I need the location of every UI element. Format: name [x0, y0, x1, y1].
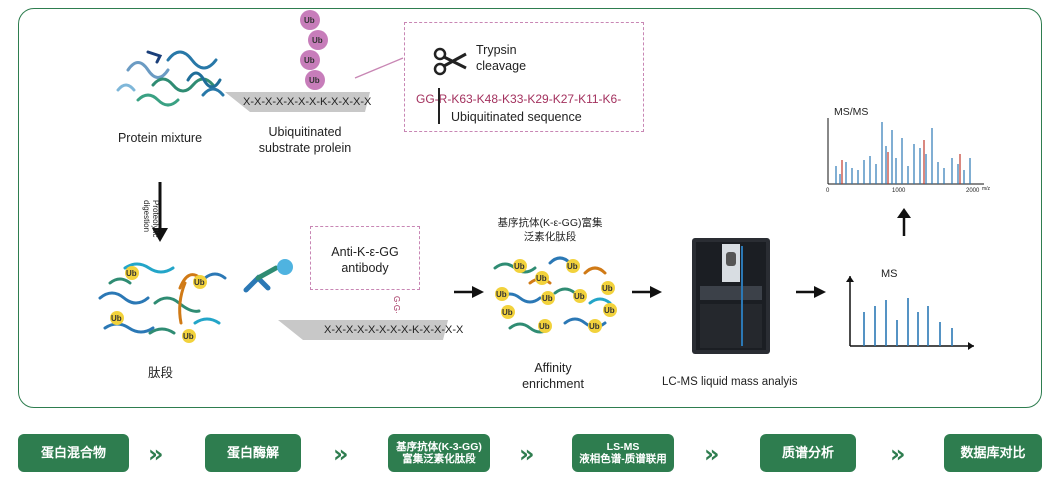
trypsin-cleavage-box [404, 22, 644, 132]
peptide-fragments-image: Ub Ub Ub Ub [98, 262, 227, 343]
chevron-right-icon: » [890, 440, 906, 468]
ms-spectrum-chart [846, 276, 974, 350]
cleavage-mark [438, 88, 440, 124]
protein-mixture-label: Protein mixture [117, 131, 203, 145]
svg-text:Ub: Ub [194, 278, 205, 287]
svg-text:Ub: Ub [604, 306, 615, 315]
ubiquitin-chain-icon: Ub Ub Ub Ub [300, 10, 328, 90]
svg-text:Ub: Ub [111, 314, 122, 323]
affinity-enrichment-label: Affinity enrichment [522, 361, 584, 391]
enrichment-title: 基序抗体(K-ε-GG)富集 泛素化肽段 [497, 217, 603, 243]
cleavage-sequence: GG-R-K63-K48-K33-K29-K27-K11-K6- [416, 92, 622, 106]
svg-text:Ub: Ub [567, 262, 578, 271]
peptide-sequence: X-X-X-X-X-X-X-X-K-X-X-X-X [324, 324, 464, 336]
msms-spectrum-chart: 0 1000 2000 m/z [826, 118, 991, 194]
ms-label: MS [881, 268, 898, 280]
svg-text:Ub: Ub [539, 322, 550, 331]
step-protein-mixture: 蛋白混合物 [18, 434, 129, 472]
peptides-label: 肽段 [148, 366, 174, 380]
svg-text:Ub: Ub [496, 290, 507, 299]
chevron-right-icon: » [333, 440, 349, 468]
msms-tick-0: 0 [826, 188, 830, 194]
enriched-peptides-image: Ub Ub Ub Ub Ub Ub Ub Ub Ub Ub Ub [493, 256, 617, 334]
svg-text:Ub: Ub [514, 262, 525, 271]
substrate-label: Ubiquitinated substrate prolein [258, 125, 352, 155]
trypsin-label: Trypsin cleavage [476, 43, 527, 73]
chevron-right-icon: » [704, 440, 720, 468]
right-arrow-icon [796, 286, 826, 298]
scissors-icon [433, 47, 467, 76]
msms-tick-1000: 1000 [892, 188, 906, 194]
up-arrow-icon [897, 208, 911, 236]
connector-line [354, 57, 404, 79]
antibody-icon [243, 259, 293, 293]
svg-text:Ub: Ub [589, 322, 600, 331]
svg-text:Ub: Ub [312, 36, 323, 45]
svg-text:Ub: Ub [602, 284, 613, 293]
chevron-right-icon: » [519, 440, 535, 468]
antibody-label: Anti-K-ε-GG antibody [331, 245, 399, 275]
svg-text:Ub: Ub [536, 274, 547, 283]
step-antibody-enrichment: 基序抗体(K-3-GG) 富集泛素化肽段 [388, 434, 490, 472]
substrate-sequence: X-X-X-X-X-X-X-K-X-X-X-X [243, 96, 372, 108]
svg-text:Ub: Ub [304, 16, 315, 25]
chevron-right-icon: » [148, 440, 164, 468]
down-arrow-icon [152, 182, 168, 242]
workflow-diagram-panel [18, 8, 1042, 408]
svg-text:Ub: Ub [574, 292, 585, 301]
svg-text:Ub: Ub [304, 56, 315, 65]
antibody-box [310, 226, 420, 290]
svg-text:Ub: Ub [183, 332, 194, 341]
substrate-strip [225, 92, 370, 112]
peptide-strip [278, 320, 448, 340]
right-arrow-icon [632, 286, 662, 298]
gg-label: G·G· [392, 296, 401, 314]
msms-label: MS/MS [834, 106, 869, 118]
step-lcms: LS-MS 液相色谱-质谱联用 [572, 434, 674, 472]
svg-text:Ub: Ub [309, 76, 320, 85]
step-mass-spec-analysis: 质谱分析 [760, 434, 856, 472]
svg-text:Ub: Ub [126, 269, 137, 278]
right-arrow-icon [454, 286, 484, 298]
step-database-comparison: 数据库对比 [944, 434, 1042, 472]
protein-structure-image [116, 50, 225, 107]
lcms-instrument-image [692, 238, 770, 354]
ubiquitinated-sequence-label: Ubiquitinated sequence [451, 110, 582, 124]
lcms-label: LC-MS liquid mass analyis [662, 376, 798, 388]
msms-tick-2000: 2000 [966, 188, 980, 194]
msms-unit: m/z [982, 186, 991, 192]
svg-text:Ub: Ub [502, 308, 513, 317]
step-protease-digestion: 蛋白酶解 [205, 434, 301, 472]
proteolytic-digestion-label: Proteolytic digestion [142, 200, 160, 238]
svg-text:Ub: Ub [542, 294, 553, 303]
